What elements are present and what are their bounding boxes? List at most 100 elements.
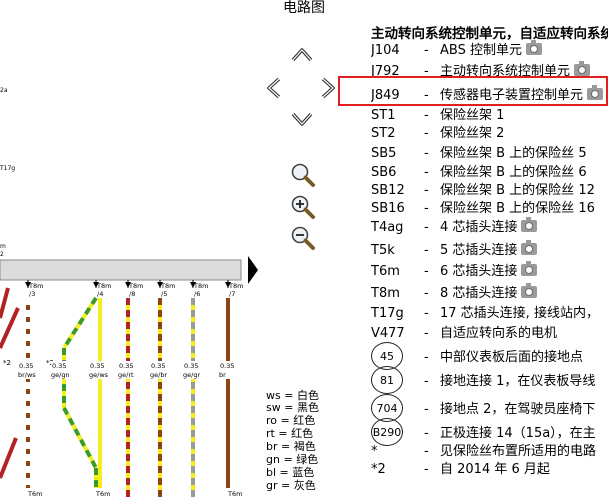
legend-row: ST1-保险丝架 1 (371, 106, 608, 126)
zoom-icon[interactable] (290, 162, 316, 188)
bottom-connector-label: T6m (27, 490, 42, 497)
legend-row: SB12-保险丝架 B 上的保险丝 12 (371, 181, 608, 201)
pin-label: T8m (128, 282, 143, 290)
camera-icon[interactable] (587, 85, 604, 100)
wire-footnote-mark: *2 (3, 359, 11, 367)
wire-cross-section: 0.35 (90, 362, 104, 370)
component-description: 保险丝架 1 (440, 106, 504, 126)
left-connector-label: m (0, 243, 6, 250)
component-code: SB5 (371, 146, 397, 161)
description-text: 4 芯插头连接 (440, 220, 518, 235)
wire-color-code: ge/gr (183, 371, 200, 379)
component-description: 接地连接 1，在仪表板导线 (440, 374, 596, 389)
scroll-right-arrow-icon (248, 256, 258, 284)
label-background (219, 361, 239, 379)
legend-row: T6m-6 芯插头连接 (371, 261, 608, 282)
wire-segment (62, 407, 98, 469)
dash-separator: - (424, 108, 429, 123)
component-description: 自适应转向系的电机 (440, 324, 557, 344)
zoom-out-icon[interactable] (290, 225, 316, 251)
dash-separator: - (424, 350, 429, 365)
description-text: 保险丝架 B 上的保险丝 5 (440, 146, 587, 161)
component-description: 传感器电子装置控制单元 (440, 85, 604, 106)
component-code: T8m (371, 286, 400, 301)
dash-separator: - (424, 374, 429, 389)
camera-icon[interactable] (521, 283, 538, 298)
description-text: 保险丝架 B 上的保险丝 16 (440, 201, 595, 216)
pin-arrow (157, 282, 163, 288)
legend-row: J792-主动转向系统控制单元 (371, 61, 608, 82)
pin-number: /7 (229, 290, 235, 298)
color-key-item: ro = 红色 (266, 414, 316, 427)
ground-point-symbol: 81 (371, 366, 403, 394)
wire-cross-section: 0.35 (119, 362, 133, 370)
component-description: 4 芯插头连接 (440, 217, 538, 238)
legend-row: SB5-保险丝架 B 上的保险丝 5 (371, 144, 608, 164)
dash-separator: - (424, 326, 429, 341)
arrow-left-icon[interactable] (264, 76, 284, 100)
legend-row: B290-正极连接 14（15a），在主 (371, 418, 608, 446)
dash-separator: - (424, 444, 429, 459)
dash-separator: - (424, 183, 429, 198)
label-background (89, 361, 109, 379)
description-text: 保险丝架 B 上的保险丝 6 (440, 165, 587, 180)
pin-number: /3 (29, 290, 35, 298)
label-background (118, 361, 138, 379)
component-code: T17g (371, 306, 404, 321)
component-description: 接地点 2，在驾驶员座椅下 (440, 402, 596, 417)
wire-color-code: br/ws (18, 371, 36, 379)
wire-footnote-mark: *2 (46, 359, 54, 367)
component-code: SB6 (371, 165, 397, 180)
dash-separator: - (424, 88, 429, 103)
description-text: 传感器电子装置控制单元 (440, 88, 584, 103)
component-description: 5 芯插头连接 (440, 240, 538, 261)
pin-arrow (93, 282, 99, 288)
legend-row: SB16-保险丝架 B 上的保险丝 16 (371, 199, 608, 219)
camera-icon[interactable] (574, 61, 591, 76)
component-description: 保险丝架 B 上的保险丝 16 (440, 199, 595, 219)
connector-bar (0, 259, 242, 281)
component-code: V477 (371, 326, 405, 341)
footnote-text: 见保险丝布置所适用的电路 (440, 444, 597, 459)
page-title: 电路图 (283, 0, 325, 16)
label-background (26, 488, 44, 497)
component-description: 8 芯插头连接 (440, 283, 538, 304)
arrow-right-icon[interactable] (318, 76, 338, 100)
component-code: J104 (371, 43, 400, 58)
dash-separator: - (424, 402, 429, 417)
arrow-up-icon[interactable] (290, 46, 314, 64)
wire-cross-section: 0.35 (19, 362, 33, 370)
wire-color-code: ge/rt (118, 371, 134, 379)
description-text: 8 芯插头连接 (440, 286, 518, 301)
arrow-down-icon[interactable] (290, 110, 314, 128)
bottom-connector-label: T6m (227, 490, 242, 497)
legend-row: ST2-保险丝架 2 (371, 124, 608, 144)
camera-icon[interactable] (521, 217, 538, 232)
legend-row: * -见保险丝布置所适用的电路 (371, 442, 608, 462)
description-text: 5 芯插头连接 (440, 243, 518, 258)
footnote-code: * (371, 444, 378, 459)
wire-segment (0, 437, 18, 479)
label-background (18, 361, 38, 379)
legend-header: 主动转向系统控制单元，自适应转向系统 (371, 26, 608, 42)
component-code: SB12 (371, 183, 405, 198)
dash-separator: - (424, 264, 429, 279)
description-text: 17 芯插头连接, 接线站内， (440, 306, 599, 321)
footnote-text: 自 2014 年 6 月起 (440, 462, 550, 477)
camera-icon[interactable] (521, 261, 538, 276)
dash-separator: - (424, 201, 429, 216)
component-code: T4ag (371, 220, 404, 235)
component-description: 保险丝架 B 上的保险丝 6 (440, 163, 587, 183)
camera-icon[interactable] (521, 240, 538, 255)
legend-row: T17g-17 芯插头连接, 接线站内， (371, 304, 608, 324)
component-description: 主动转向系统控制单元 (440, 61, 591, 82)
legend-row: V477 -自适应转向系的电机 (371, 324, 608, 344)
component-code: T5k (371, 243, 395, 258)
camera-icon[interactable] (525, 40, 542, 55)
highlight-box (338, 76, 608, 106)
zoom-in-icon[interactable] (290, 194, 316, 220)
color-key-item: br = 褐色 (266, 440, 316, 453)
component-description: 保险丝架 B 上的保险丝 5 (440, 144, 587, 164)
wire-segment (62, 296, 98, 350)
